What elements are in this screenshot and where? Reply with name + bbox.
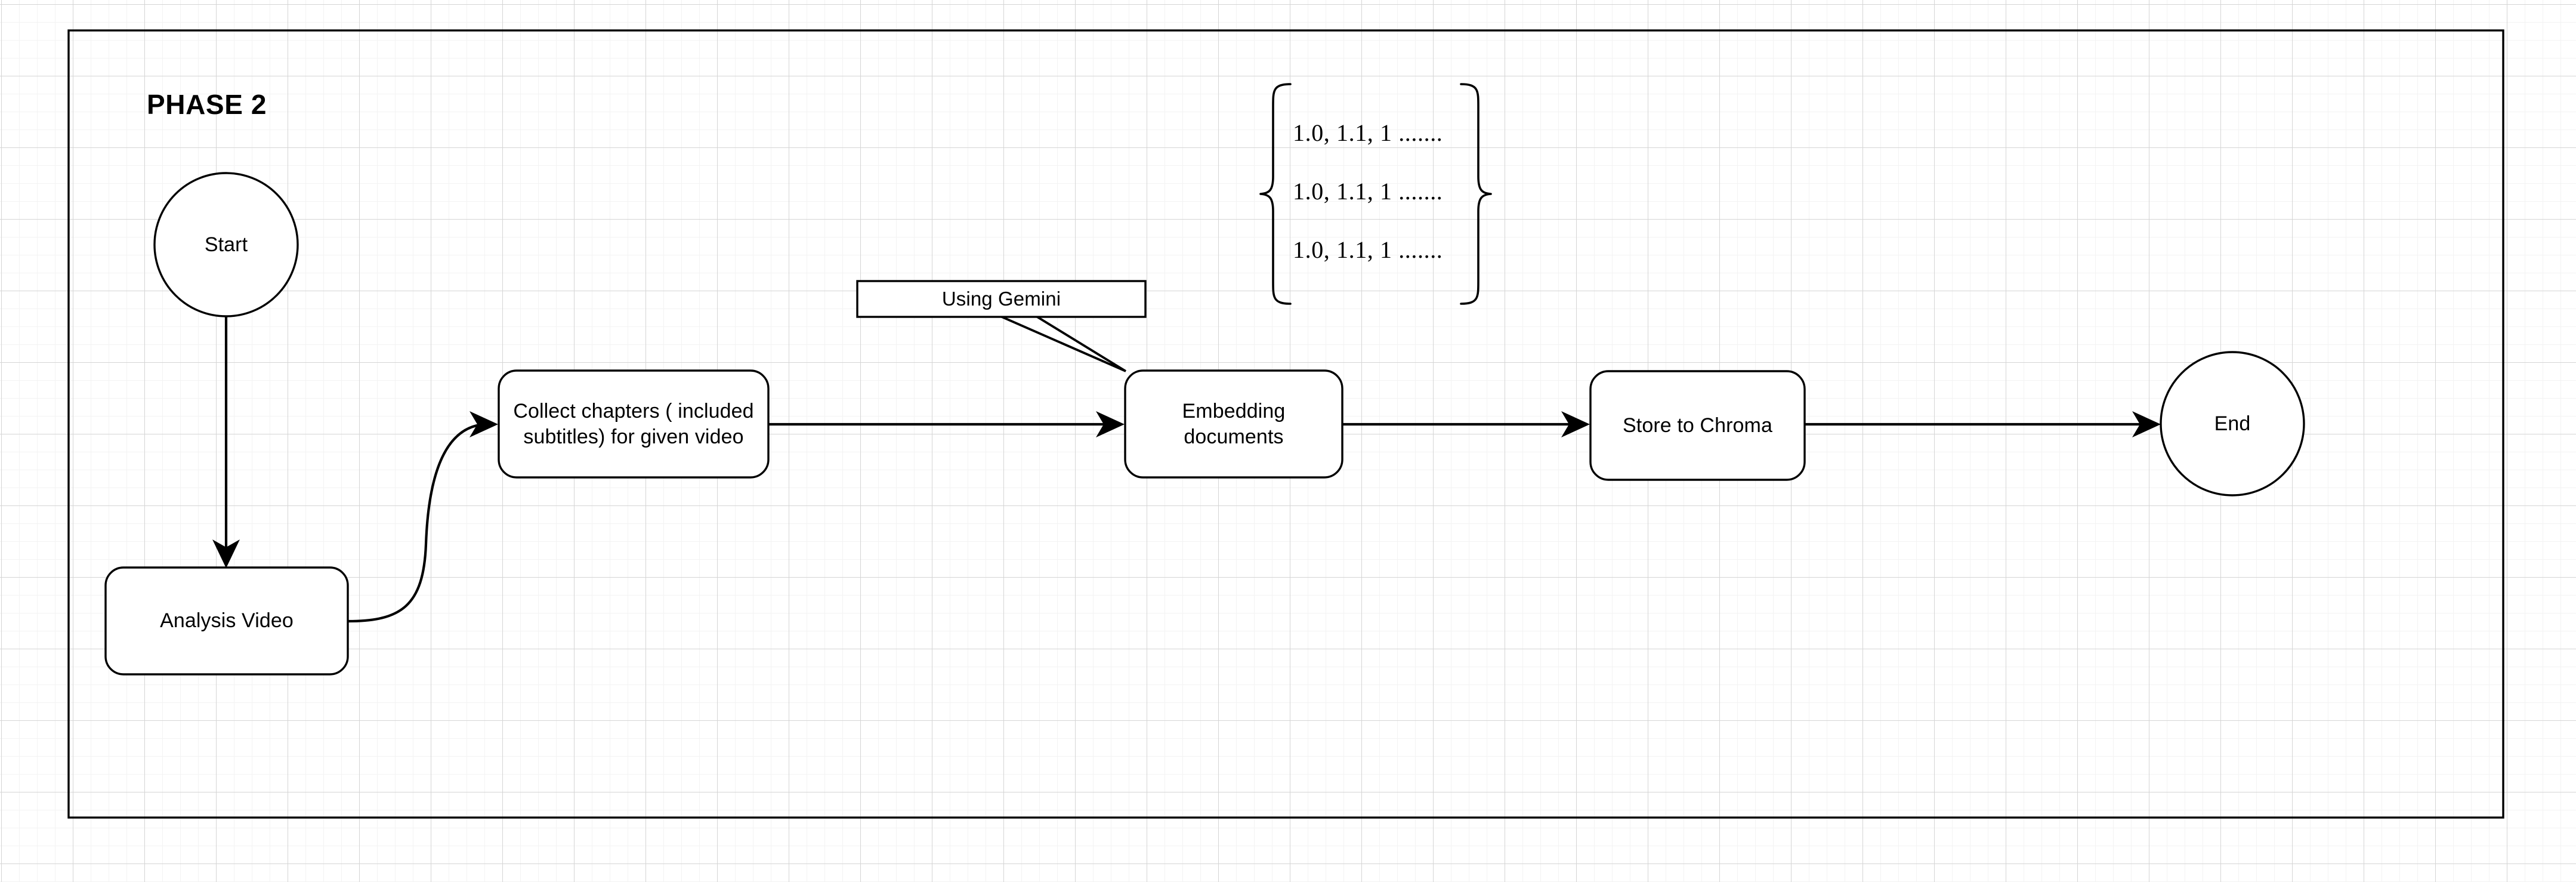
edge-analysis-video-to-collect-chapters-arrowhead bbox=[470, 411, 498, 437]
matrix-row-1: 1.0, 1.1, 1 ....... bbox=[1293, 119, 1443, 146]
callout-using-gemini-tail bbox=[1000, 315, 1126, 372]
matrix-right-brace bbox=[1460, 83, 1492, 305]
edge-analysis-video-to-collect-chapters[interactable] bbox=[347, 423, 485, 623]
node-store-to-chroma-rect[interactable] bbox=[1589, 370, 1806, 481]
node-analysis-video-rect[interactable] bbox=[104, 566, 349, 676]
phase-title: PHASE 2 bbox=[147, 89, 267, 120]
matrix-row-3: 1.0, 1.1, 1 ....... bbox=[1293, 236, 1443, 263]
node-start-circle[interactable] bbox=[153, 172, 299, 317]
node-embedding-documents-rect[interactable] bbox=[1124, 369, 1343, 479]
callout-using-gemini-rect[interactable] bbox=[856, 280, 1147, 318]
node-collect-chapters-rect[interactable] bbox=[498, 369, 770, 479]
edge-start-to-analysis-video-arrowhead bbox=[212, 539, 240, 568]
edge-collect-chapters-to-embedding-documents-arrowhead bbox=[1096, 411, 1125, 437]
node-end-circle[interactable] bbox=[2160, 351, 2305, 496]
phase-container-rect[interactable] bbox=[67, 29, 2504, 819]
edge-embedding-documents-to-store-to-chroma-arrowhead bbox=[1561, 411, 1590, 437]
matrix-row-2: 1.0, 1.1, 1 ....... bbox=[1293, 178, 1443, 205]
matrix-left-brace bbox=[1259, 83, 1292, 305]
edge-store-to-chroma-to-end-arrowhead bbox=[2132, 411, 2161, 437]
